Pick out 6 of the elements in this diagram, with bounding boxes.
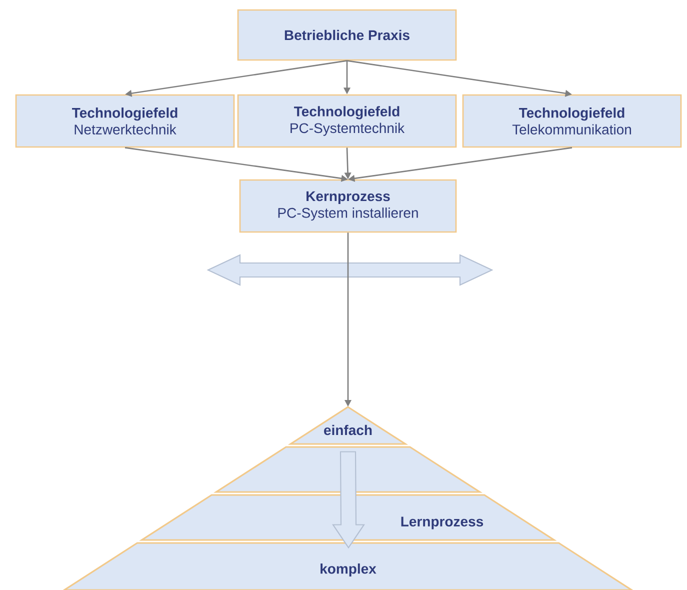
process-box: Technologiefeld Netzwerktechnik (15, 94, 235, 148)
process-box: Betriebliche Praxis (237, 9, 457, 61)
process-box: Technologiefeld PC-Systemtechnik (237, 94, 457, 148)
process-box: Kernprozess PC-System installieren (239, 179, 457, 233)
process-box: Technologiefeld Telekommunikation (462, 94, 682, 148)
block-arrow (332, 451, 365, 549)
